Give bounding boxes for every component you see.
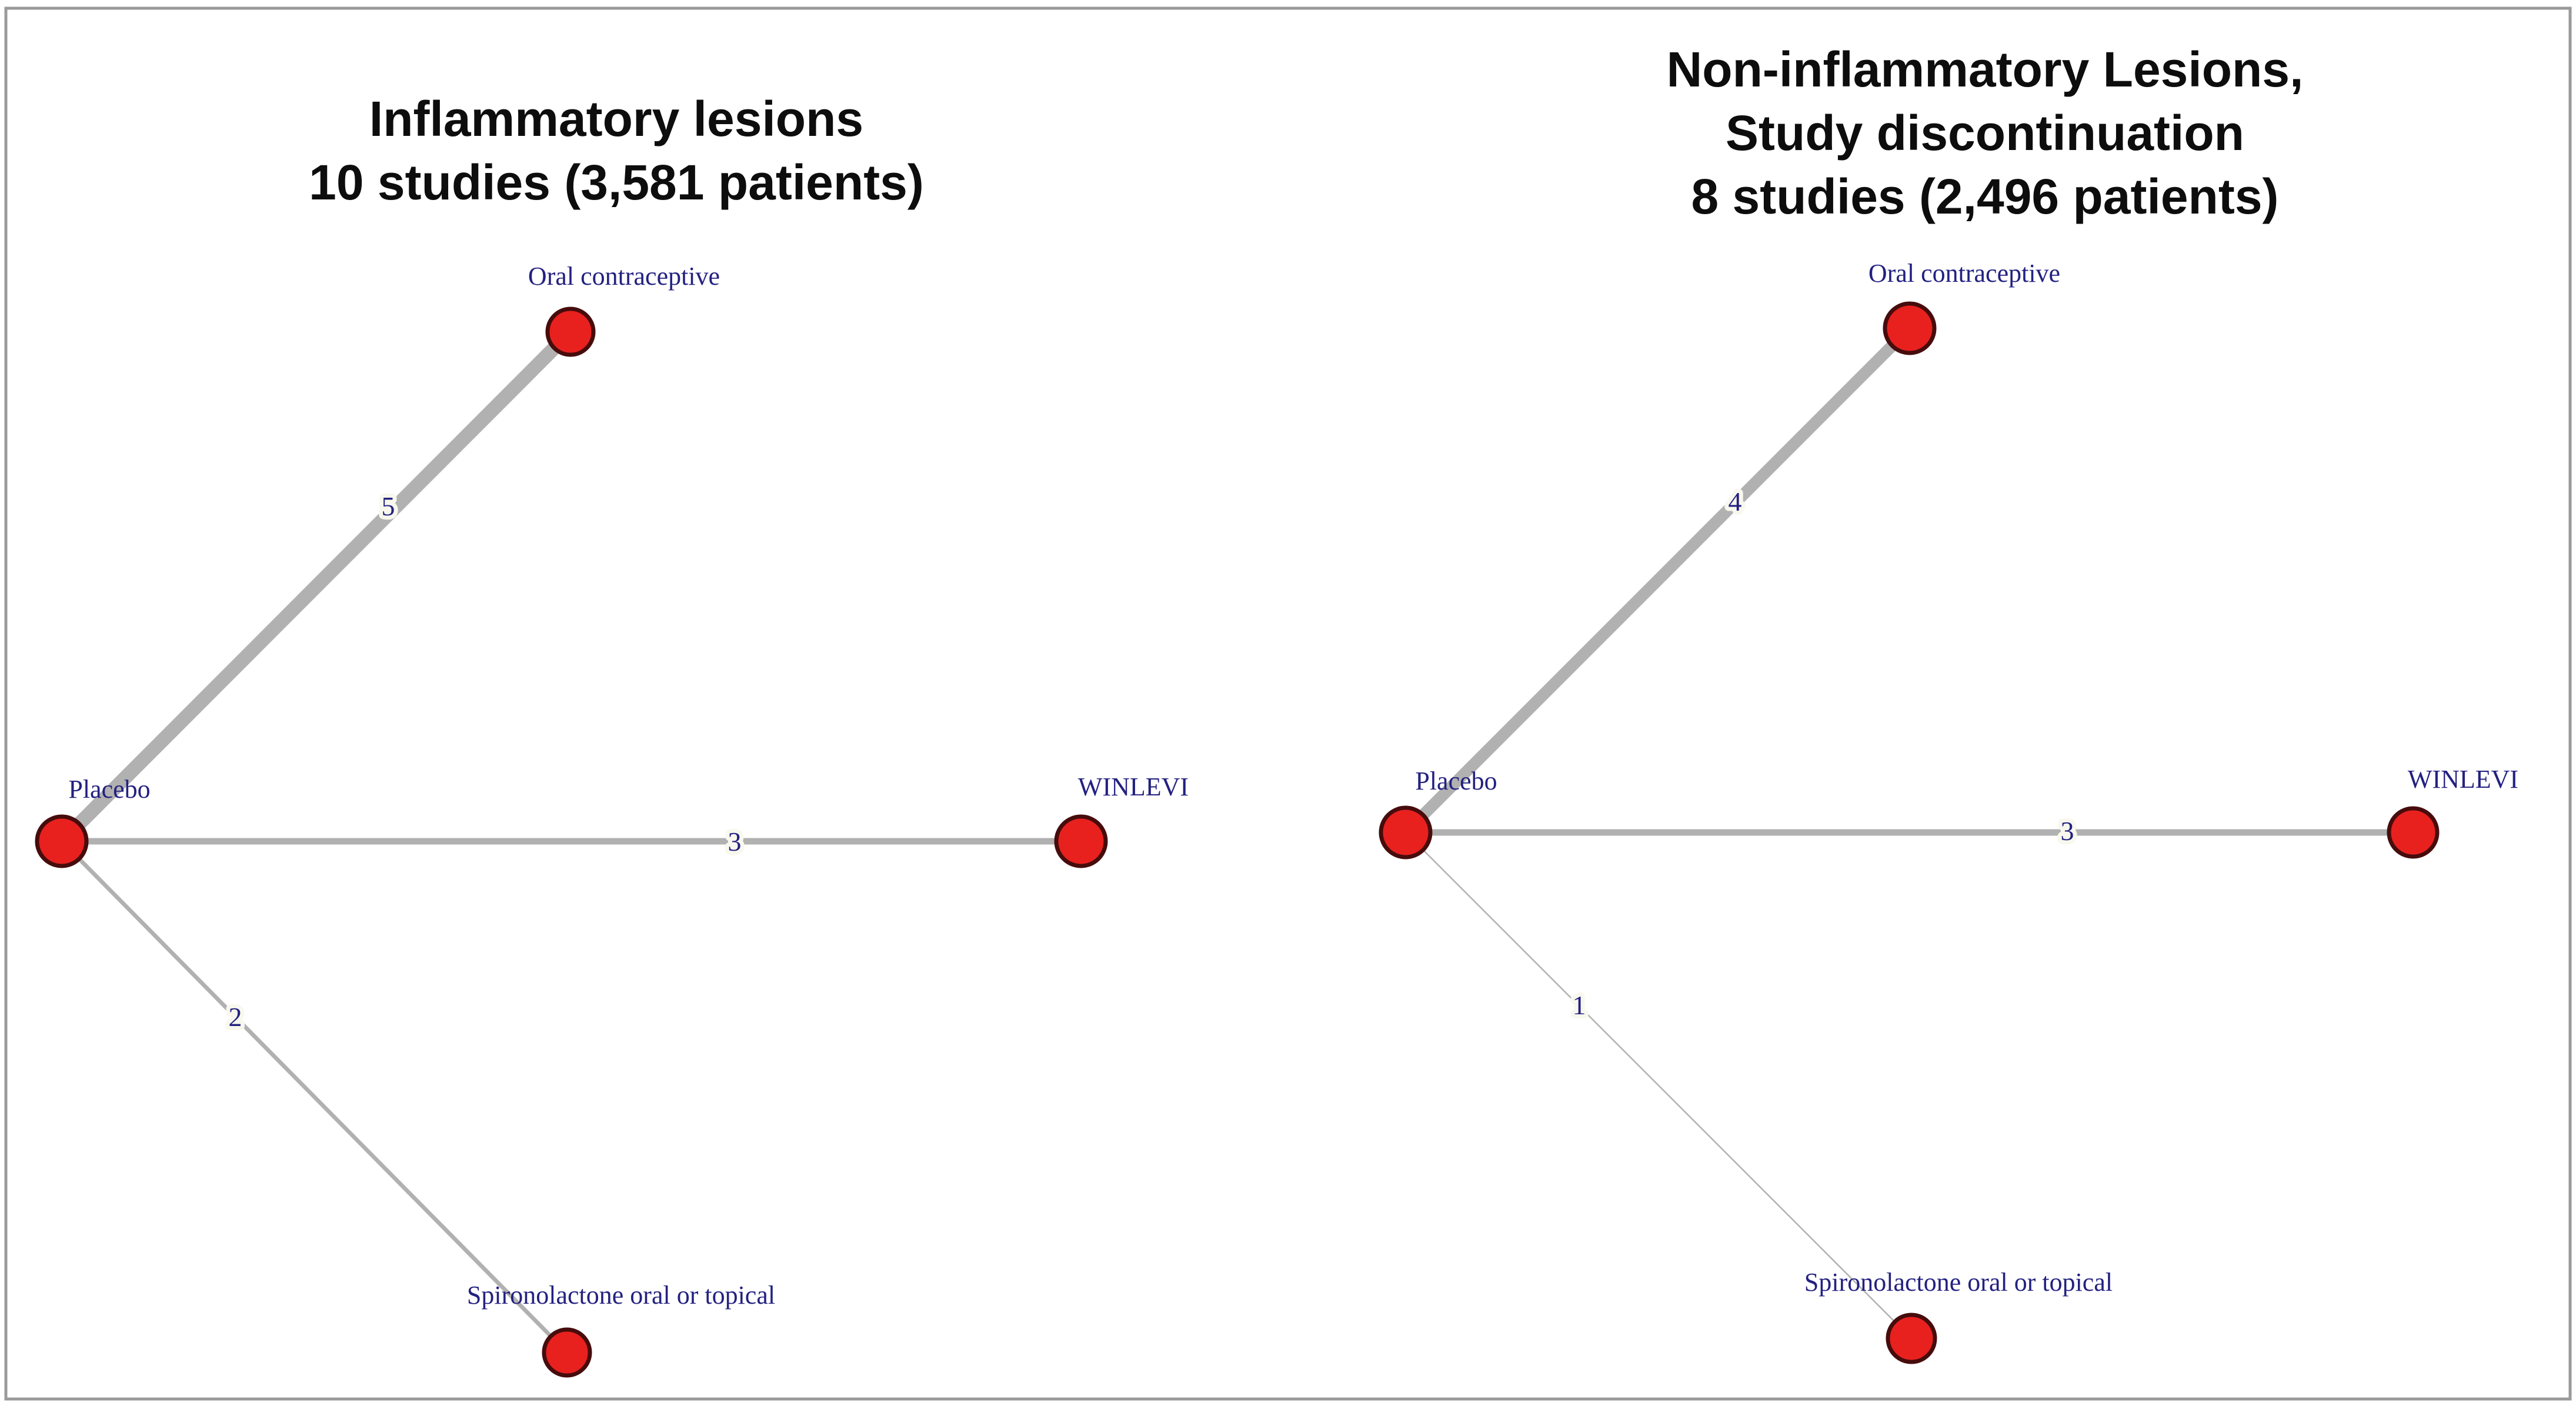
panel-non-inflammatory-lesions: Non-inflammatory Lesions, Study disconti… <box>1379 42 2518 1364</box>
node-spironolactone <box>542 1327 592 1378</box>
edge-study-count-placebo-oral: 4 <box>1729 487 1742 517</box>
node-label-winlevi: WINLEVI <box>2408 765 2518 794</box>
node-label-winlevi: WINLEVI <box>1078 772 1189 801</box>
node-winlevi <box>1054 814 1108 868</box>
node-placebo <box>1379 805 1433 860</box>
panel-title-line: Inflammatory lesions <box>369 91 863 146</box>
node-label-placebo: Placebo <box>68 775 150 804</box>
edge-study-count-placebo-oral: 5 <box>382 491 395 521</box>
edge-study-count-placebo-spironolactone: 1 <box>1573 990 1586 1020</box>
node-label-oral-contraceptive: Oral contraceptive <box>1868 259 2060 288</box>
node-label-placebo: Placebo <box>1415 767 1497 795</box>
panel-inflammatory-lesions: Inflammatory lesions 10 studies (3,581 p… <box>35 91 1189 1378</box>
panel-title-line: Study discontinuation <box>1726 105 2244 161</box>
edge-placebo-oral-contraceptive <box>56 327 576 847</box>
edge-placebo-spironolactone <box>1405 832 1912 1339</box>
edge-study-count-placebo-winlevi: 3 <box>728 827 742 857</box>
node-spironolactone <box>1886 1313 1937 1364</box>
figure-border <box>4 6 2572 1401</box>
node-oral-contraceptive <box>1883 301 1937 355</box>
node-label-oral-contraceptive: Oral contraceptive <box>528 262 720 291</box>
node-label-spironolactone: Spironolactone oral or topical <box>1804 1268 2113 1297</box>
node-label-spironolactone: Spironolactone oral or topical <box>467 1281 775 1310</box>
panel-title-line: 8 studies (2,496 patients) <box>1691 169 2278 224</box>
node-placebo <box>35 814 89 868</box>
panel-title-line: 10 studies (3,581 patients) <box>309 155 924 210</box>
panel-title-line: Non-inflammatory Lesions, <box>1667 42 2304 97</box>
node-winlevi <box>2387 806 2440 859</box>
edge-study-count-placebo-winlevi: 3 <box>2061 816 2074 846</box>
edge-placebo-spironolactone <box>60 840 569 1354</box>
edge-placebo-oral-contraceptive <box>1401 324 1914 837</box>
node-oral-contraceptive <box>545 307 596 357</box>
edge-study-count-placebo-spironolactone: 2 <box>229 1002 242 1032</box>
